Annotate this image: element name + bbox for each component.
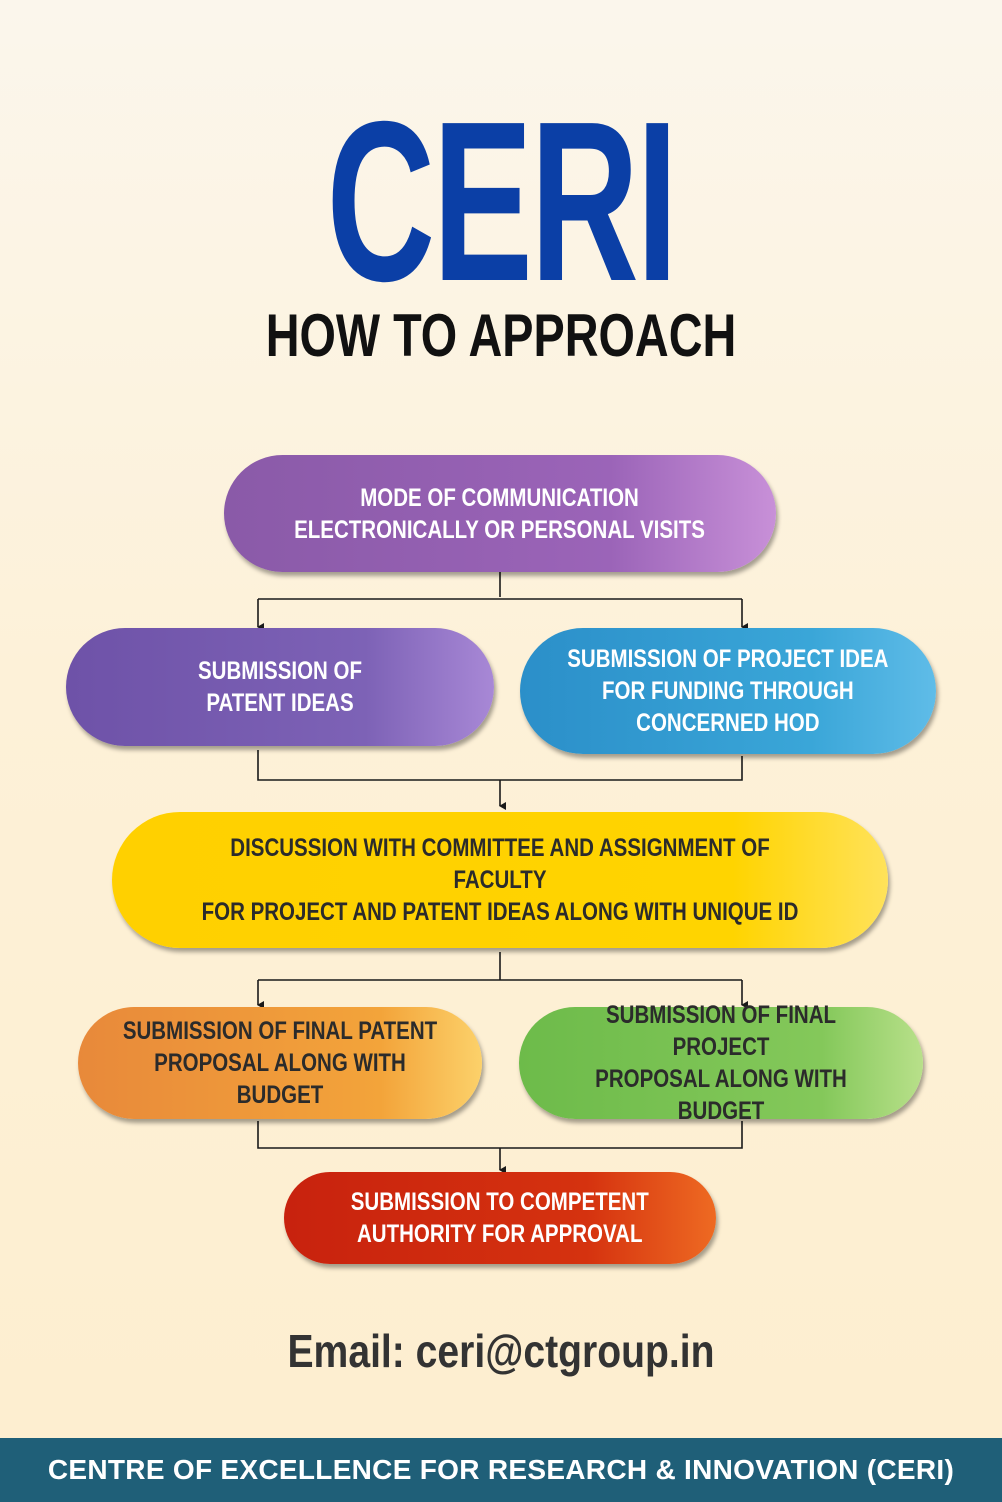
edge-from-patent-ideas — [257, 750, 743, 781]
node-mode-of-communication: MODE OF COMMUNICATION ELECTRONICALLY OR … — [224, 455, 776, 572]
node-label: SUBMISSION OF FINAL PATENT PROPOSAL ALON… — [122, 1017, 438, 1109]
node-label: MODE OF COMMUNICATION ELECTRONICALLY OR … — [294, 483, 706, 544]
node-label: SUBMISSION OF PROJECT IDEA FOR FUNDING T… — [567, 645, 889, 737]
page-title: CERI — [326, 75, 679, 329]
node-competent-authority-approval: SUBMISSION TO COMPETENT AUTHORITY FOR AP… — [284, 1172, 716, 1264]
node-submission-project-idea: SUBMISSION OF PROJECT IDEA FOR FUNDING T… — [520, 628, 936, 754]
node-submission-patent-ideas: SUBMISSION OF PATENT IDEAS — [66, 628, 494, 746]
footer-text: CENTRE OF EXCELLENCE FOR RESEARCH & INNO… — [47, 1454, 955, 1485]
node-final-patent-proposal: SUBMISSION OF FINAL PATENT PROPOSAL ALON… — [78, 1007, 482, 1119]
node-final-project-proposal: SUBMISSION OF FINAL PROJECT PROPOSAL ALO… — [519, 1001, 923, 1125]
page-subtitle: HOW TO APPROACH — [265, 302, 737, 369]
footer-banner: CENTRE OF EXCELLENCE FOR RESEARCH & INNO… — [0, 1438, 1002, 1502]
node-label: SUBMISSION TO COMPETENT AUTHORITY FOR AP… — [350, 1188, 650, 1248]
contact-email[interactable]: Email: ceri@ctgroup.in — [287, 1325, 715, 1377]
node-label: SUBMISSION OF PATENT IDEAS — [197, 657, 362, 717]
node-discussion-with-committee: DISCUSSION WITH COMMITTEE AND ASSIGNMENT… — [112, 812, 888, 948]
node-label: DISCUSSION WITH COMMITTEE AND ASSIGNMENT… — [201, 834, 799, 926]
node-label: SUBMISSION OF FINAL PROJECT PROPOSAL ALO… — [595, 1001, 847, 1125]
